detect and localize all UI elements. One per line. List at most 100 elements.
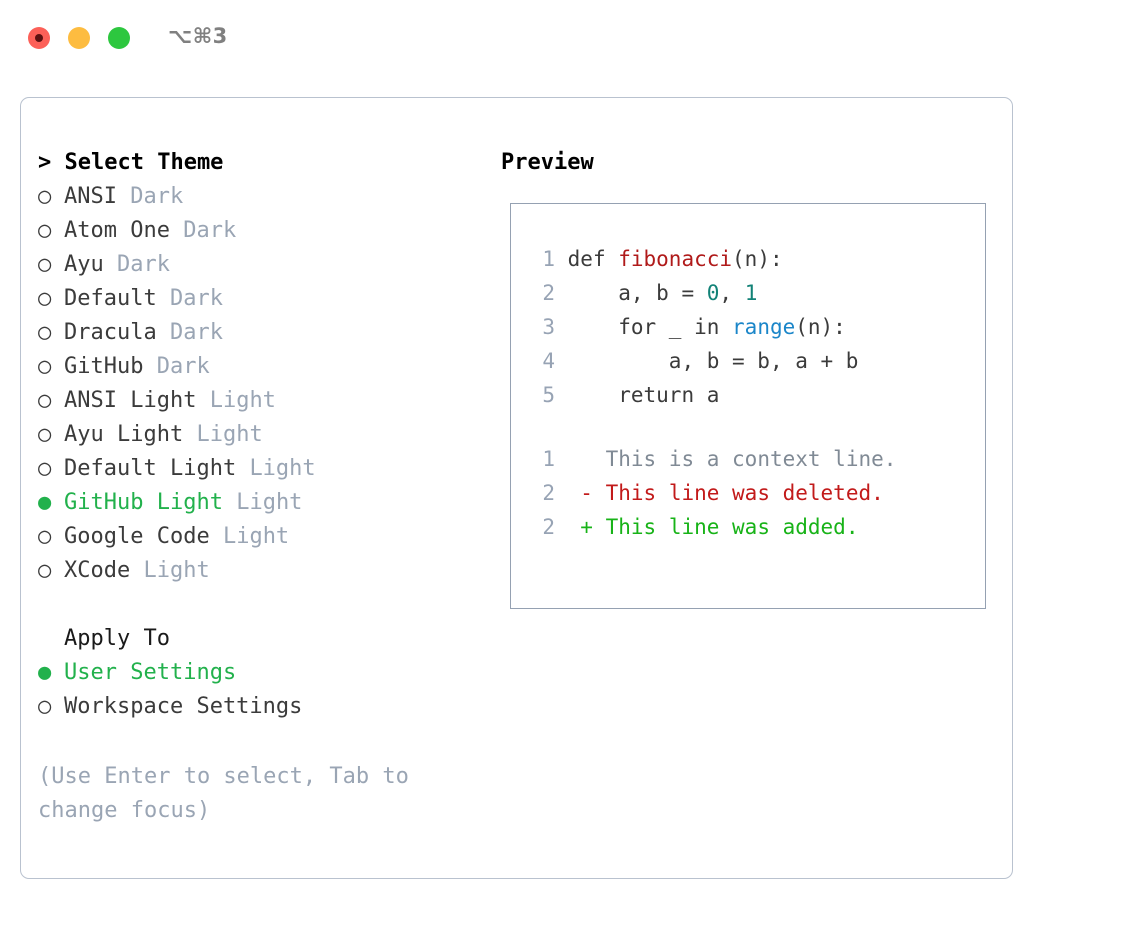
- code-token: a, b =: [567, 281, 707, 305]
- main-panel: > Select Theme ○ANSI Dark○Atom One Dark○…: [20, 97, 1013, 879]
- theme-variant-label: Light: [143, 558, 210, 583]
- radio-unselected-icon[interactable]: ○: [38, 252, 52, 277]
- label-spacer: [157, 286, 170, 311]
- line-number: 3: [542, 315, 555, 339]
- theme-list: ○ANSI Dark○Atom One Dark○Ayu Dark○Defaul…: [38, 180, 478, 588]
- diff-deleted-line: 2 - This line was deleted.: [533, 476, 977, 510]
- gutter-spacer: [555, 315, 568, 339]
- radio-unselected-icon[interactable]: ○: [38, 694, 52, 719]
- radio-unselected-icon[interactable]: ○: [38, 388, 52, 413]
- sign-spacer: [593, 515, 606, 539]
- theme-name-label: Default: [64, 286, 157, 311]
- code-token: for _ in: [567, 315, 733, 339]
- theme-variant-label: Dark: [117, 252, 170, 277]
- sign-spacer: [593, 447, 606, 471]
- preview-heading: Preview: [501, 150, 594, 175]
- theme-list-item[interactable]: ○Google Code Light: [38, 520, 478, 554]
- theme-name-label: GitHub Light: [64, 490, 223, 515]
- theme-list-item[interactable]: ○ ANSI Light Light: [38, 384, 478, 418]
- function-name-token: fibonacci: [618, 247, 733, 271]
- radio-selected-icon[interactable]: ●: [38, 490, 52, 515]
- radio-selected-icon[interactable]: ●: [38, 660, 52, 685]
- number-token: 0: [706, 281, 720, 305]
- theme-name-label: Ayu Light: [64, 422, 184, 447]
- gutter-spacer: [555, 247, 568, 271]
- radio-unselected-icon[interactable]: ○: [38, 218, 52, 243]
- radio-unselected-icon[interactable]: ○: [38, 456, 52, 481]
- recording-indicator-icon: [35, 34, 43, 42]
- code-token: a, b = b, a + b: [567, 349, 859, 373]
- label-spacer: [157, 320, 170, 345]
- radio-unselected-icon[interactable]: ○: [38, 354, 52, 379]
- theme-list-item[interactable]: ○Default Light Light: [38, 452, 478, 486]
- radio-unselected-icon[interactable]: ○: [38, 524, 52, 549]
- maximize-button[interactable]: [108, 27, 130, 49]
- code-token: ,: [719, 281, 745, 305]
- label-spacer: [196, 388, 209, 413]
- theme-list-item[interactable]: ○ Dracula Dark: [38, 316, 478, 350]
- radio-unselected-icon[interactable]: ○: [38, 558, 52, 583]
- theme-variant-label: Dark: [130, 184, 184, 209]
- theme-variant-label: Dark: [183, 218, 237, 243]
- diff-line-text: This line was added.: [605, 515, 859, 539]
- theme-variant-label: Dark: [169, 320, 223, 345]
- apply-to-item[interactable]: ●User Settings: [38, 656, 478, 690]
- gutter-spacer: [555, 281, 568, 305]
- line-number: 1: [542, 247, 555, 271]
- line-number: 2: [542, 281, 555, 305]
- theme-list-item[interactable]: ○ Default Dark: [38, 282, 478, 316]
- code-line: 1 def fibonacci(n):: [533, 242, 977, 276]
- code-line: 5 return a: [533, 378, 977, 412]
- theme-variant-label: Light: [209, 388, 276, 413]
- line-number: 2: [542, 515, 555, 539]
- label-spacer: [143, 354, 156, 379]
- theme-list-item[interactable]: ○XCode Light: [38, 554, 478, 588]
- radio-unselected-icon[interactable]: ○: [38, 184, 52, 209]
- theme-variant-label: Light: [196, 422, 263, 447]
- keyboard-hint-text: (Use Enter to select, Tab to change focu…: [38, 764, 409, 823]
- section-spacer: [38, 588, 478, 622]
- theme-list-item[interactable]: ○Atom One Dark: [38, 214, 478, 248]
- apply-to-label: Workspace Settings: [64, 694, 303, 719]
- theme-variant-label: Dark: [169, 286, 223, 311]
- preview-gap: [533, 412, 977, 442]
- theme-list-item[interactable]: ○GitHub Dark: [38, 350, 478, 384]
- diff-context-line: 1 This is a context line.: [533, 442, 977, 476]
- line-number: 2: [542, 481, 555, 505]
- minimize-button[interactable]: [68, 27, 90, 49]
- label-spacer: [130, 558, 143, 583]
- diff-line-text: This line was deleted.: [605, 481, 884, 505]
- gutter-spacer: [555, 481, 580, 505]
- radio-unselected-icon[interactable]: ○: [38, 286, 52, 311]
- theme-name-label: Ayu: [64, 252, 104, 277]
- theme-list-item[interactable]: ○ Ayu Light Light: [38, 418, 478, 452]
- line-number: 5: [542, 383, 555, 407]
- code-line: 2 a, b = 0, 1: [533, 276, 977, 310]
- radio-unselected-icon[interactable]: ○: [38, 320, 52, 345]
- apply-to-item[interactable]: ○ Workspace Settings: [38, 690, 478, 724]
- line-number: 4: [542, 349, 555, 373]
- theme-name-label: Dracula: [64, 320, 157, 345]
- select-theme-header: > Select Theme: [38, 150, 224, 175]
- apply-to-list: ●User Settings ○ Workspace Settings: [38, 656, 478, 724]
- label-spacer: [223, 490, 236, 515]
- theme-variant-label: Dark: [156, 354, 210, 379]
- code-token: def: [567, 247, 619, 271]
- theme-name-label: ANSI: [64, 184, 117, 209]
- theme-list-item[interactable]: ○ Ayu Dark: [38, 248, 478, 282]
- code-token: (n):: [795, 315, 846, 339]
- theme-name-label: ANSI Light: [64, 388, 197, 413]
- code-line: 3 for _ in range(n):: [533, 310, 977, 344]
- theme-list-item[interactable]: ○ ANSI Dark: [38, 180, 478, 214]
- sign-spacer: [593, 481, 606, 505]
- theme-list-item[interactable]: ●GitHub Light Light: [38, 486, 478, 520]
- diff-line-text: This is a context line.: [605, 447, 897, 471]
- gutter-spacer: [555, 349, 568, 373]
- code-token: return a: [567, 383, 720, 407]
- radio-unselected-icon[interactable]: ○: [38, 422, 52, 447]
- label-spacer: [170, 218, 183, 243]
